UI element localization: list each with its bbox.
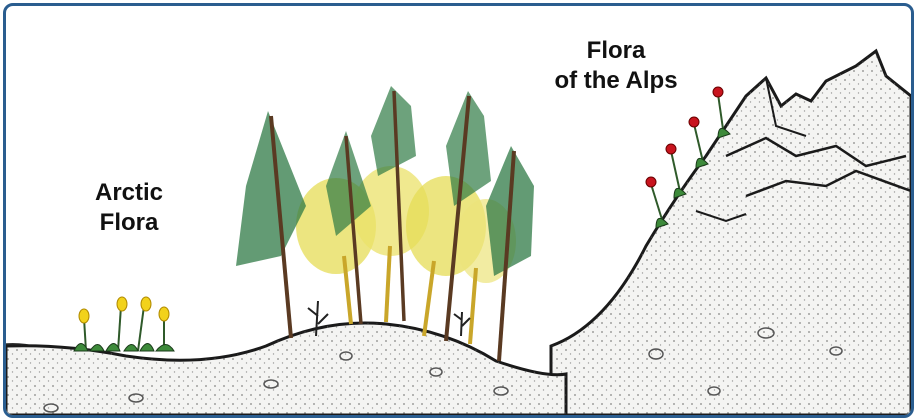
arctic-flora-label-line1: Arctic <box>74 178 184 208</box>
ground-hill <box>6 323 566 415</box>
arctic-flora-label: Arctic Flora <box>74 178 184 238</box>
alps-flora-label: Flora of the Alps <box>536 36 696 96</box>
illustration-frame: Arctic Flora Flora of the Alps <box>3 3 914 418</box>
yellow-arctic-flower-icon <box>74 297 174 351</box>
alps-flora-label-line2: of the Alps <box>536 66 696 96</box>
arctic-flora-label-line2: Flora <box>74 208 184 238</box>
mountain-icon <box>551 51 911 415</box>
alps-flora-label-line1: Flora <box>536 36 696 66</box>
